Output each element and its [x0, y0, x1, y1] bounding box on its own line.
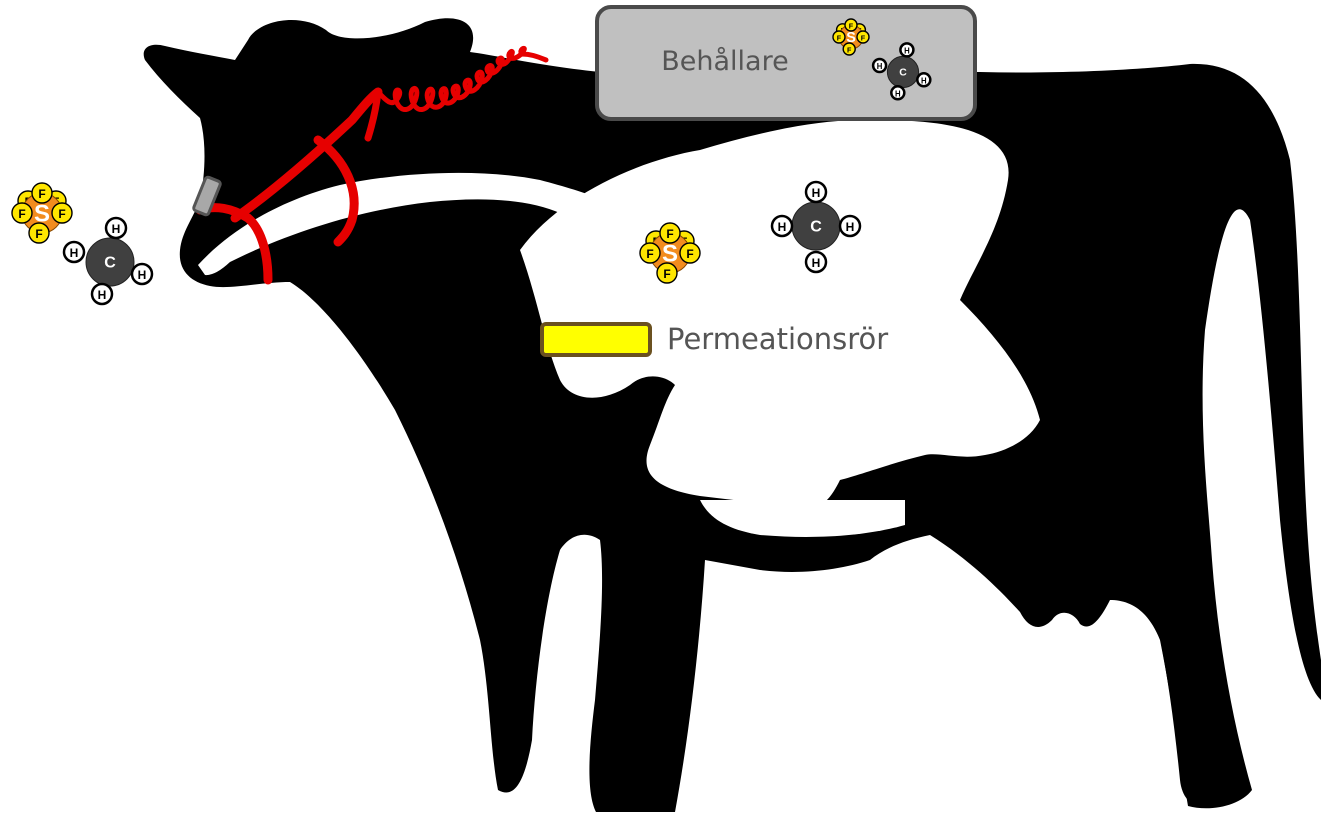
fluorine-atom: F [659, 222, 681, 244]
neck-stripe [198, 172, 640, 276]
ch4-molecule-container: C H H H H [871, 42, 932, 101]
halter-cheek-strap [230, 87, 383, 223]
svg-text:F: F [38, 187, 45, 201]
hydrogen-atom: H [838, 214, 862, 238]
svg-text:S: S [34, 201, 50, 228]
hydrogen-atom: H [90, 282, 114, 306]
sf6-molecule-exhaled: FFSFFFF [11, 182, 73, 244]
white-patches [198, 119, 1040, 537]
svg-text:F: F [837, 34, 842, 43]
hydrogen-atom: H [804, 180, 828, 204]
svg-text:C: C [899, 68, 907, 79]
halter [195, 45, 549, 285]
halter-crown-strap [364, 88, 382, 142]
svg-text:F: F [861, 34, 866, 43]
sf6-molecule-rumen: FFSFFFF [639, 222, 701, 284]
carbon-atom: C [886, 55, 920, 89]
fluorine-atom: F [28, 222, 50, 244]
hydrogen-atom: H [130, 262, 154, 286]
hydrogen-atom: H [899, 42, 915, 58]
svg-text:H: H [98, 288, 107, 302]
svg-text:F: F [666, 227, 673, 241]
svg-text:F: F [663, 267, 670, 281]
fluorine-atom: F [844, 18, 858, 32]
svg-text:H: H [112, 222, 121, 236]
svg-text:H: H [846, 220, 855, 234]
fluorine-atom: F [656, 262, 678, 284]
hydrogen-atom: H [916, 72, 932, 88]
svg-text:H: H [921, 76, 927, 85]
fluorine-atom: F [639, 242, 661, 264]
fluorine-atom: F [679, 242, 701, 264]
container-rect [595, 5, 977, 121]
halter-nose-strap [195, 203, 273, 285]
svg-text:S: S [662, 241, 678, 268]
container-box: Behållare [595, 5, 977, 121]
svg-text:F: F [847, 46, 852, 55]
svg-text:F: F [18, 207, 25, 221]
body-patch [520, 119, 1040, 509]
svg-text:H: H [895, 89, 901, 98]
svg-text:F: F [686, 247, 693, 261]
svg-text:F: F [849, 22, 854, 31]
hind-leg [1140, 560, 1229, 808]
svg-text:H: H [812, 256, 821, 270]
fluorine-atom: F [31, 182, 53, 204]
carbon-atom: C [85, 237, 135, 287]
svg-text:F: F [646, 247, 653, 261]
hydrogen-atom: H [871, 57, 888, 74]
fluorine-atom: F [842, 42, 856, 56]
sf6-molecule-container: FFSFFFF [832, 18, 870, 56]
hydrogen-atom: H [104, 216, 128, 240]
svg-text:H: H [904, 46, 910, 55]
svg-text:C: C [104, 255, 116, 272]
capillary-coil [375, 45, 549, 112]
carbon-atom: C [791, 201, 841, 251]
svg-text:H: H [877, 62, 883, 71]
svg-text:C: C [810, 219, 822, 236]
svg-text:H: H [812, 186, 821, 200]
svg-text:S: S [846, 30, 856, 46]
permeation-tube-label: Permeationsrör [667, 322, 888, 356]
svg-text:F: F [58, 207, 65, 221]
hydrogen-atom: H [890, 85, 906, 101]
fluorine-atom: F [856, 30, 870, 44]
permeation-tube: Permeationsrör [540, 322, 888, 357]
fluorine-atom: F [832, 30, 846, 44]
hydrogen-atom: H [770, 214, 794, 238]
sulfur-atom: S [21, 192, 63, 234]
svg-text:H: H [70, 246, 79, 260]
permeation-tube-rect [540, 322, 652, 357]
ch4-molecule-rumen: C H H H H [770, 180, 862, 274]
svg-text:H: H [138, 268, 147, 282]
svg-text:F: F [35, 227, 42, 241]
molecules: FFSFFFFCHHHHFFSFFFFCHHHHFFSFFFFCHHHH [11, 18, 932, 306]
hydrogen-atom: H [62, 240, 86, 264]
container-label: Behållare [661, 46, 788, 77]
sampling-inlet [192, 175, 222, 217]
halter-neck-strap [313, 135, 359, 247]
ch4-molecule-exhaled: C H H H H [62, 216, 154, 306]
belly-patch [700, 500, 905, 537]
fluorine-atom: F [11, 202, 33, 224]
fluorine-atom: F [51, 202, 73, 224]
svg-text:H: H [778, 220, 787, 234]
hydrogen-atom: H [804, 250, 828, 274]
